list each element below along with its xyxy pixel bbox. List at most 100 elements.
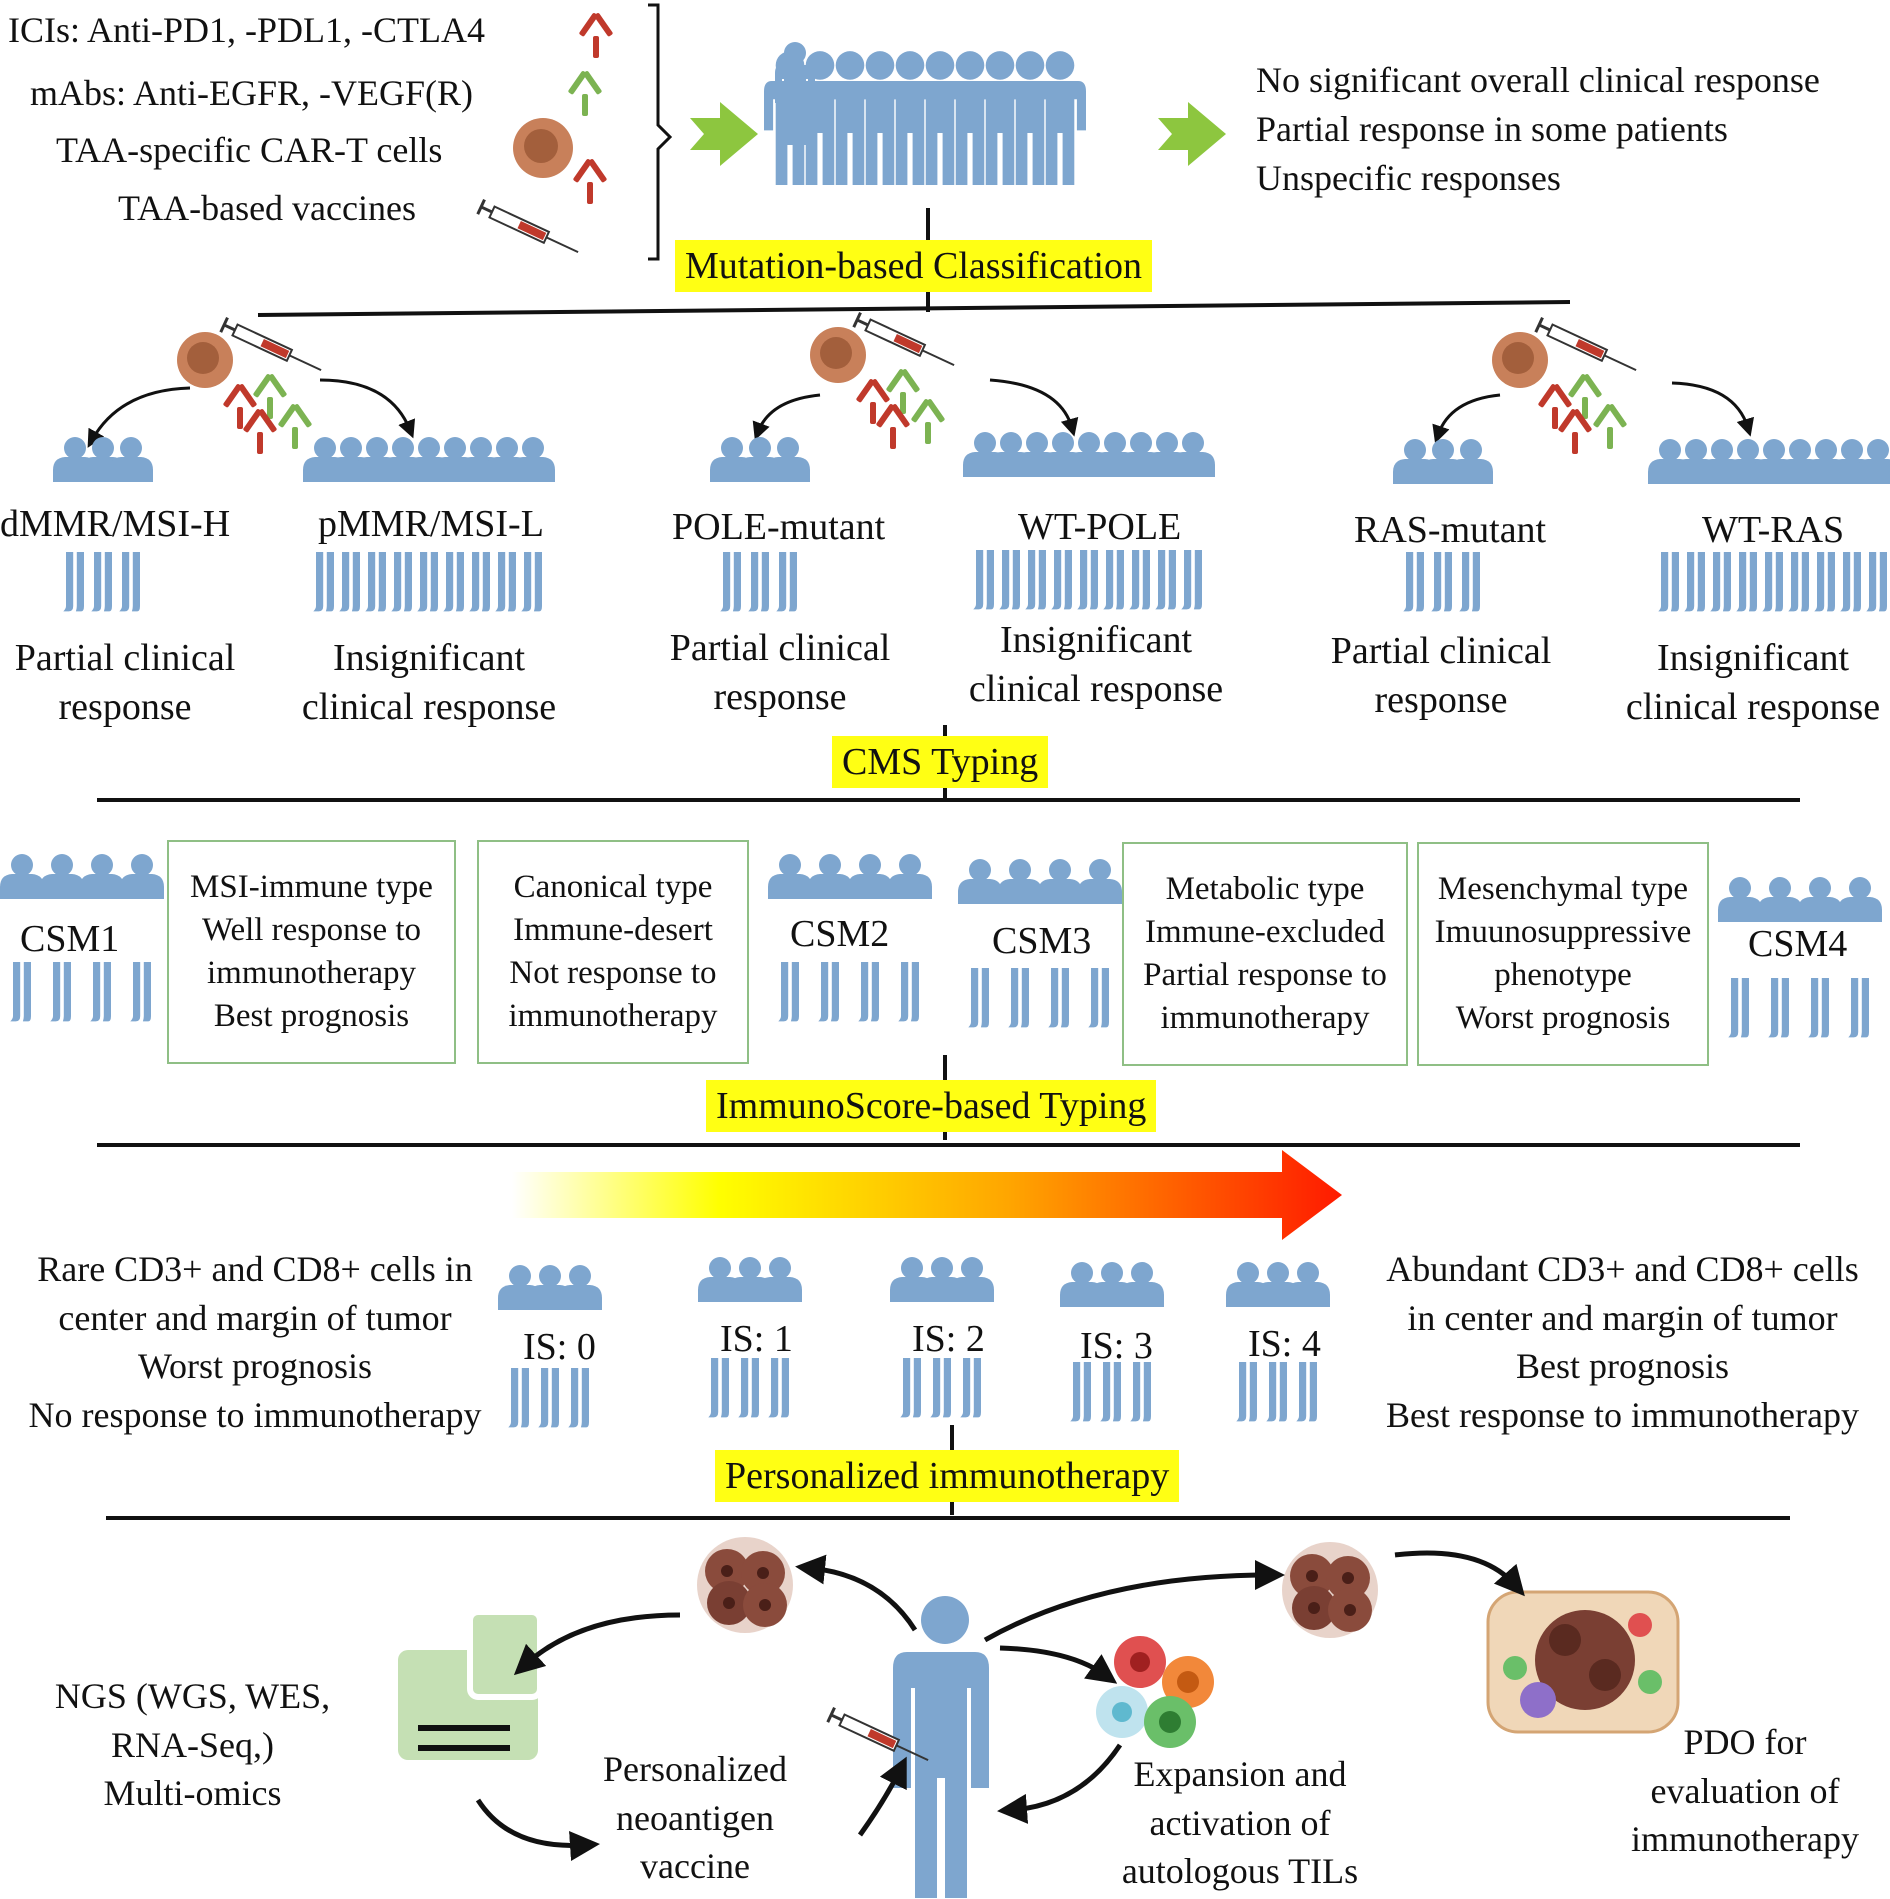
patient-bust-icon [1758, 877, 1802, 922]
patient-bust-icon [109, 437, 153, 482]
patient-bust-icon [998, 859, 1042, 904]
patient-bust-icon [1078, 859, 1122, 904]
patient-legs-icon [968, 968, 989, 1028]
cms-label-1: CSM1 [20, 918, 120, 960]
patient-legs-icon [748, 552, 769, 612]
patient-legs-icon [776, 552, 797, 612]
mutation-divider [257, 300, 1571, 317]
patient-bust-icon [1038, 859, 1082, 904]
group-label-wt-pole: WT-POLE [1018, 506, 1182, 548]
group-label-pole-mutant: POLE-mutant [672, 506, 886, 548]
til-cells-icon [1096, 1636, 1214, 1748]
cms-label-2: CSM2 [790, 913, 890, 955]
patient-legs-icon [898, 962, 919, 1022]
patient-bust-icon [1838, 877, 1882, 922]
patient-legs-icon [1459, 552, 1480, 612]
therapy-mabs: mAbs: Anti-EGFR, -VEGF(R) [30, 73, 474, 113]
green-arrow-icon-2 [1158, 102, 1226, 166]
patient-legs-icon [1051, 550, 1072, 610]
is-level-2: IS: 2 [912, 1318, 985, 1360]
patient-legs-icon [1814, 552, 1835, 612]
patient-legs-icon [443, 552, 464, 612]
green-arrow-icon [690, 102, 758, 166]
outcome-line-3: Unspecific responses [1256, 158, 1561, 198]
is-level-3: IS: 3 [1080, 1325, 1153, 1367]
patient-bust-icon [1120, 1262, 1164, 1307]
patient-bust-icon [888, 854, 932, 899]
patient-legs-icon [1684, 552, 1705, 612]
patient-legs-icon [1762, 552, 1783, 612]
group-label-pmmr: pMMR/MSI-L [318, 503, 544, 545]
patient-legs-icon [1866, 552, 1887, 612]
patient-bust-icon [558, 1265, 602, 1310]
cms-label-4: CSM4 [1748, 923, 1848, 965]
patient-legs-icon [1296, 1362, 1317, 1422]
patient-legs-icon [1025, 550, 1046, 610]
patient-legs-icon [1236, 1362, 1257, 1422]
patient-legs-icon [738, 1358, 759, 1418]
patient-legs-icon [365, 552, 386, 612]
patient-legs-icon [91, 552, 112, 612]
cms-label-3: CSM3 [992, 920, 1092, 962]
person-icon [893, 1596, 989, 1898]
patient-legs-icon [1129, 550, 1150, 610]
patient-legs-icon [999, 550, 1020, 610]
patient-legs-icon [1103, 550, 1124, 610]
patient-legs-icon [495, 552, 516, 612]
patient-legs-icon [1728, 978, 1749, 1038]
patient-bust-icon [40, 854, 84, 899]
patient-legs-icon [417, 552, 438, 612]
gradient-arrow-icon [512, 1150, 1342, 1240]
outcome-line-2: Partial response in some patients [1256, 109, 1728, 149]
group-label-ras-mutant: RAS-mutant [1354, 509, 1547, 551]
patient-legs-icon [1658, 552, 1679, 612]
outcome-line-1: No significant overall clinical response [1256, 60, 1820, 100]
patient-bust-icon [1286, 1262, 1330, 1307]
patient-legs-icon [1048, 968, 1069, 1028]
is-level-4: IS: 4 [1248, 1323, 1321, 1365]
patient-legs-icon [508, 1368, 529, 1428]
patient-bust-icon [511, 437, 555, 482]
ngs-text: NGS (WGS, WES,RNA-Seq,)Multi-omics [54, 1676, 331, 1814]
is-level-0: IS: 0 [523, 1326, 596, 1368]
patient-legs-icon [313, 552, 334, 612]
patient-legs-icon [768, 1358, 789, 1418]
therapy-vaccines: TAA-based vaccines [118, 188, 416, 228]
patient-legs-icon [538, 1368, 559, 1428]
patient-bust-icon [0, 854, 44, 899]
patient-legs-icon [778, 962, 799, 1022]
patient-bust-icon [808, 854, 852, 899]
patient-legs-icon [63, 552, 84, 612]
patient-bust-icon [80, 854, 124, 899]
patient-legs-icon [960, 1358, 981, 1418]
antibody-green-icon [567, 70, 603, 116]
patient-legs-icon [50, 962, 71, 1022]
patient-bust-icon [768, 854, 812, 899]
patient-legs-icon [973, 550, 994, 610]
group-label-dmmr: dMMR/MSI-H [0, 503, 231, 545]
patient-legs-icon [1403, 552, 1424, 612]
patient-legs-icon [1077, 550, 1098, 610]
patient-legs-icon [469, 552, 490, 612]
tumor-icon [697, 1537, 793, 1633]
tag-mutation-classification: Mutation-based Classification [675, 240, 1152, 292]
patient-legs-icon [130, 962, 151, 1022]
tumor-icon-2 [1282, 1542, 1378, 1638]
patient-bust-icon [1449, 439, 1493, 484]
tag-cms-typing: CMS Typing [832, 736, 1049, 788]
patient-legs-icon [900, 1358, 921, 1418]
patient-legs-icon [119, 552, 140, 612]
antibody-icon [578, 12, 614, 58]
patient-legs-icon [521, 552, 542, 612]
pdo-icon [1486, 1590, 1680, 1734]
